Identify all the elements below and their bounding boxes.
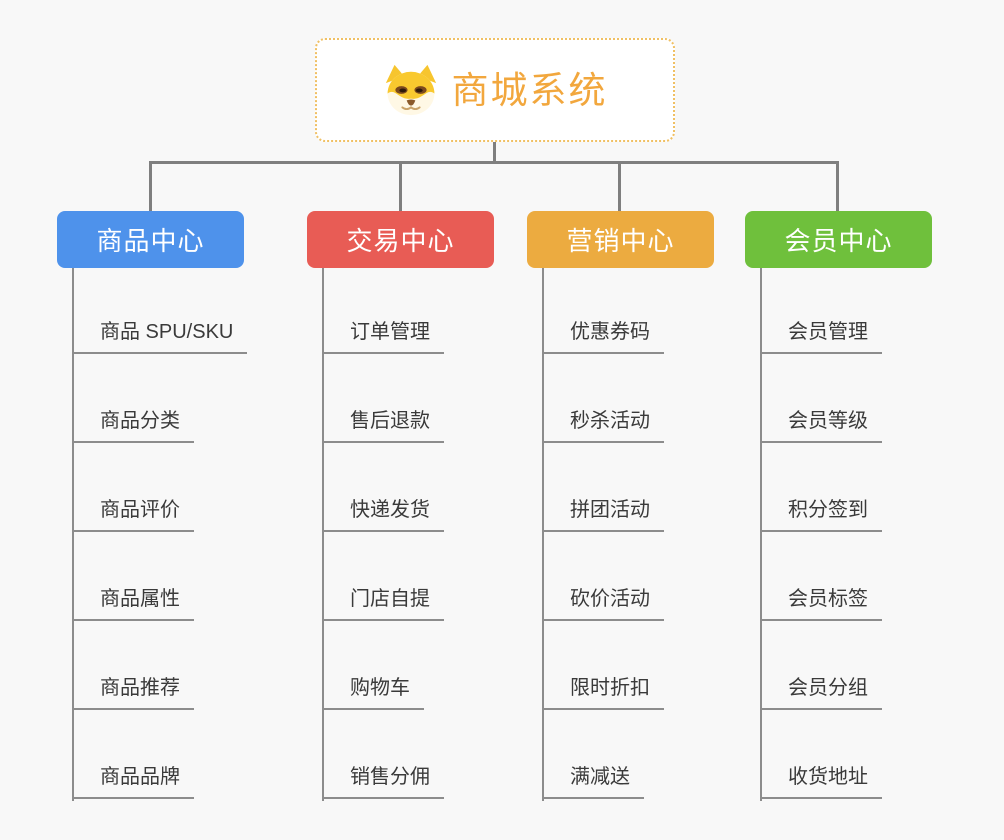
- branch-children-products: 商品 SPU/SKU 商品分类 商品评价 商品属性 商品推荐 商品品牌: [57, 268, 317, 813]
- connector-horizontal-rail: [149, 161, 839, 164]
- connector-vertical: [322, 268, 324, 801]
- child-topic[interactable]: 积分签到: [760, 497, 882, 532]
- connector-root-stem: [493, 142, 496, 164]
- child-topic[interactable]: 优惠券码: [542, 319, 664, 354]
- child-topic[interactable]: 快递发货: [322, 497, 444, 532]
- branch-topic-label: 交易中心: [346, 226, 455, 256]
- branch-topic-label: 营销中心: [566, 226, 675, 256]
- child-topic[interactable]: 秒杀活动: [542, 408, 664, 443]
- child-topic[interactable]: 满减送: [542, 764, 644, 799]
- child-topic[interactable]: 收货地址: [760, 764, 882, 799]
- branch-topic-products[interactable]: 商品中心: [57, 211, 244, 268]
- child-topic[interactable]: 会员管理: [760, 319, 882, 354]
- shiba-dog-icon: [385, 64, 436, 116]
- child-topic[interactable]: 购物车: [322, 675, 424, 710]
- child-topic[interactable]: 订单管理: [322, 319, 444, 354]
- connector-vertical: [542, 268, 544, 801]
- child-topic[interactable]: 商品 SPU/SKU: [72, 319, 248, 354]
- child-topic[interactable]: 售后退款: [322, 408, 444, 443]
- connector-drop-members: [836, 164, 839, 211]
- child-topic[interactable]: 商品推荐: [72, 675, 194, 710]
- branch-topic-label: 商品中心: [96, 226, 205, 256]
- child-topic[interactable]: 商品评价: [72, 497, 194, 532]
- child-topic[interactable]: 拼团活动: [542, 497, 664, 532]
- child-topic[interactable]: 会员分组: [760, 675, 882, 710]
- connector-vertical: [760, 268, 762, 801]
- branch-topic-label: 会员中心: [784, 226, 893, 256]
- connector-drop-products: [149, 164, 152, 211]
- connector-drop-marketing: [618, 164, 621, 211]
- root-topic-label: 商城系统: [451, 69, 608, 111]
- branch-children-trade: 订单管理 售后退款 快递发货 门店自提 购物车 销售分佣: [307, 268, 567, 813]
- branch-topic-members[interactable]: 会员中心: [745, 211, 932, 268]
- child-topic[interactable]: 砍价活动: [542, 586, 664, 621]
- child-topic[interactable]: 会员等级: [760, 408, 882, 443]
- connector-drop-trade: [399, 164, 402, 211]
- child-topic[interactable]: 限时折扣: [542, 675, 664, 710]
- branch-children-members: 会员管理 会员等级 积分签到 会员标签 会员分组 收货地址: [745, 268, 1004, 813]
- root-topic[interactable]: 商城系统: [315, 38, 675, 142]
- child-topic[interactable]: 商品属性: [72, 586, 194, 621]
- child-topic[interactable]: 商品分类: [72, 408, 194, 443]
- child-topic[interactable]: 会员标签: [760, 586, 882, 621]
- child-topic[interactable]: 门店自提: [322, 586, 444, 621]
- connector-vertical: [72, 268, 74, 801]
- branch-children-marketing: 优惠券码 秒杀活动 拼团活动 砍价活动 限时折扣 满减送: [527, 268, 787, 813]
- child-topic[interactable]: 销售分佣: [322, 764, 444, 799]
- child-topic[interactable]: 商品品牌: [72, 764, 194, 799]
- branch-topic-marketing[interactable]: 营销中心: [527, 211, 714, 268]
- branch-topic-trade[interactable]: 交易中心: [307, 211, 494, 268]
